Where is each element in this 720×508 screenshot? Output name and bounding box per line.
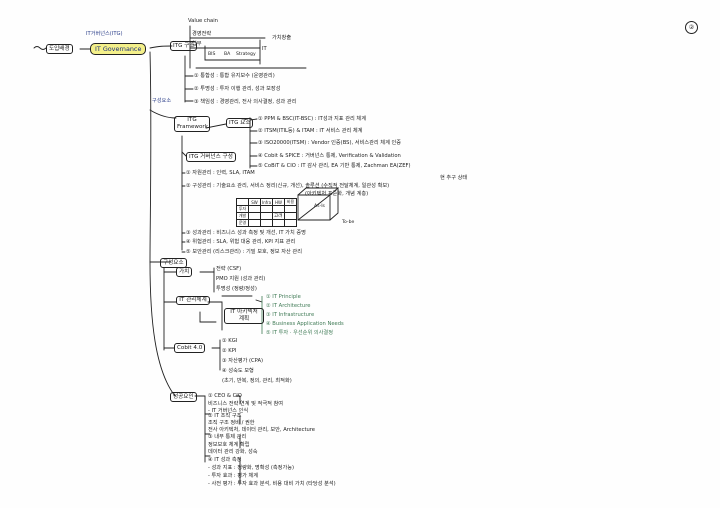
ea-item-4: ④ 위험관리 : SLA, 위험 대응 관리, KPI 지표 관리 xyxy=(186,239,296,245)
success-item-1: ① CEO & CIO xyxy=(208,393,242,399)
grid-cell xyxy=(284,212,297,220)
ea-item-2-note: (아키텍처 표준화, 개념 계층) xyxy=(305,191,369,197)
success-item-2: ② IT 조직 구조 xyxy=(208,413,242,419)
cobit-item-1: ① KGI xyxy=(222,338,238,344)
principle-4: ④ Business Application Needs xyxy=(266,321,344,327)
principle-2: ② IT Architecture xyxy=(266,303,311,309)
grid-header xyxy=(236,198,249,206)
success-node: 성공요인 xyxy=(170,392,197,402)
framework-item-3: ③ ISO20000(ITSM) : Vendor 인증(BS), 서비스관리 … xyxy=(258,140,402,146)
grid-header: Infra xyxy=(260,198,273,206)
itg-item-2: ② 투명성 : 투자 이행 관리, 성과 보장성 xyxy=(194,86,281,92)
it-plan-node: IT 아키텍처 계획 xyxy=(224,308,264,324)
grid-header: SW xyxy=(248,198,261,206)
intro-item-1: 전략 (CSF) xyxy=(216,266,242,272)
cobit-item-2: ② KPI xyxy=(222,348,237,354)
value-chain-it: IT xyxy=(262,46,267,52)
success-item-1a: 비즈니스 전략 연계 및 적극적 참여 xyxy=(208,401,284,407)
success-item-3a: 정보보호 체계 확립 xyxy=(208,442,250,448)
grid-cell xyxy=(272,205,285,213)
grid-cell xyxy=(284,219,297,227)
grid-row-label: 개발 xyxy=(236,212,249,220)
framework-item-5: ⑤ CoBiT & CIO : IT 감사 관리, EA 기반 통제, Zach… xyxy=(258,163,411,169)
success-item-3: ③ 내부 통제 관리 xyxy=(208,434,247,440)
ea-item-5: ⑤ 보안관리 (리스크관리) : 기밀 보호, 정보 자산 관리 xyxy=(186,249,302,255)
grid-cell xyxy=(260,212,273,220)
grid-cell xyxy=(284,205,297,213)
grid-header: 비용 xyxy=(284,198,297,206)
success-item-1b: - IT 거버넌스 인식 xyxy=(208,408,249,414)
principle-1: ① IT Principle xyxy=(266,294,301,300)
ea-matrix: SW Infra HW 비용 투자 개발 운영 xyxy=(236,198,297,227)
success-item-4a: - 성과 지표 : 정량화, 명확성 (측정가능) xyxy=(208,465,295,471)
grid-cell xyxy=(248,212,261,220)
itg-framework-node: ITG Framework xyxy=(174,116,210,132)
value-chain-cell3: Strategy xyxy=(236,52,256,57)
page-number-badge: ② xyxy=(685,21,698,34)
ea-node: ITG 거버넌스 구성 xyxy=(186,152,236,162)
center-topic: IT Governance xyxy=(90,43,147,55)
grid-header: HW xyxy=(272,198,285,206)
components-label: 구성요소 xyxy=(152,98,172,104)
root-node: 도입배경 xyxy=(46,44,73,54)
grid-cell xyxy=(248,219,261,227)
value-chain-title: Value chain xyxy=(188,18,218,24)
principle-5: ⑤ IT 투자 · 우선순위 의사결정 xyxy=(266,330,333,336)
intro-item-2: PMO 지원 (성과 관리) xyxy=(216,276,266,282)
success-item-3b: 데이터 관리 강화, 성숙 xyxy=(208,449,258,455)
success-item-4c: - 사전 평가 : 투자 효과 분석, 비용 대비 가치 (타당성 분석) xyxy=(208,481,336,487)
ea-item-1: ① 자원관리 : 인력, SLA, ITAM xyxy=(186,170,255,176)
itg-sub-node: ITG 요소 xyxy=(226,118,254,128)
to-be-label: To-be xyxy=(342,220,355,225)
value-chain-row1: 경영전략 xyxy=(192,31,212,37)
principle-3: ③ IT Infrastructure xyxy=(266,312,315,318)
grid-cell xyxy=(260,205,273,213)
grid-cell xyxy=(272,219,285,227)
value-chain-right-label: 가치창출 xyxy=(272,35,292,41)
intro-item-3: 투명성 (정량/정성) xyxy=(216,286,257,292)
mgmt-node: IT 관리체계 xyxy=(176,296,210,305)
header-note: IT거버넌스(ITG) xyxy=(86,31,123,37)
components-node: 구성요소 xyxy=(160,258,187,268)
cobit-item-4: ④ 성숙도 모형 xyxy=(222,368,254,374)
value-chain-cell2: BA xyxy=(224,52,231,57)
as-is-label: As-Is xyxy=(314,204,325,209)
success-item-2b: 전사 아키텍처, 데이터 관리, 보안, Architecture xyxy=(208,427,315,433)
framework-item-1: ① PPM & BSC(IT-BSC) : IT성과 지표 관리 체계 xyxy=(258,116,366,122)
success-item-2a: 조직 구조 정비 / 권한 xyxy=(208,420,255,426)
review-note: 현 추구 상태 xyxy=(440,175,468,181)
itg-item-1: ① 통합성 : 통합 유지보수 (운영관리) xyxy=(194,73,275,79)
ea-item-2: ② 구성관리 : 기술요소 관리, 서비스 정리(신규, 개선), 솔루션 (수… xyxy=(186,183,390,189)
value-chain-cell1: BIS xyxy=(208,52,216,57)
cobit-item-5: (초기, 반복, 정의, 관리, 최적화) xyxy=(222,378,292,384)
cobit-node: Cobit 4.0 xyxy=(174,343,206,353)
framework-item-2: ② ITSM(ITIL등) & ITAM : IT 서비스 관리 체계 xyxy=(258,128,363,134)
grid-row-label: 투자 xyxy=(236,205,249,213)
grid-row-label: 운영 xyxy=(236,219,249,227)
ea-item-3: ③ 성과관리 : 비즈니스 성과 측정 및 개선, IT 가치 증명 xyxy=(186,230,306,236)
itg-structure-node: ITG 구조 xyxy=(170,41,198,51)
framework-item-4: ④ Cobit & SPICE : 거버넌스 통제, Verification … xyxy=(258,153,401,159)
grid-cell xyxy=(260,219,273,227)
success-item-4: ④ IT 성과 측정 xyxy=(208,457,242,463)
consider-label: 고려 xyxy=(274,214,283,219)
cobit-item-3: ③ 자산평가 (CPA) xyxy=(222,358,264,364)
success-item-4b: - 투자 효과 : 평가 체계 xyxy=(208,473,259,479)
itg-item-3: ③ 책임성 : 경영관리, 전사 의사결정, 성과 관리 xyxy=(194,99,297,105)
grid-cell xyxy=(248,205,261,213)
intro-node: 가치 xyxy=(176,267,193,277)
